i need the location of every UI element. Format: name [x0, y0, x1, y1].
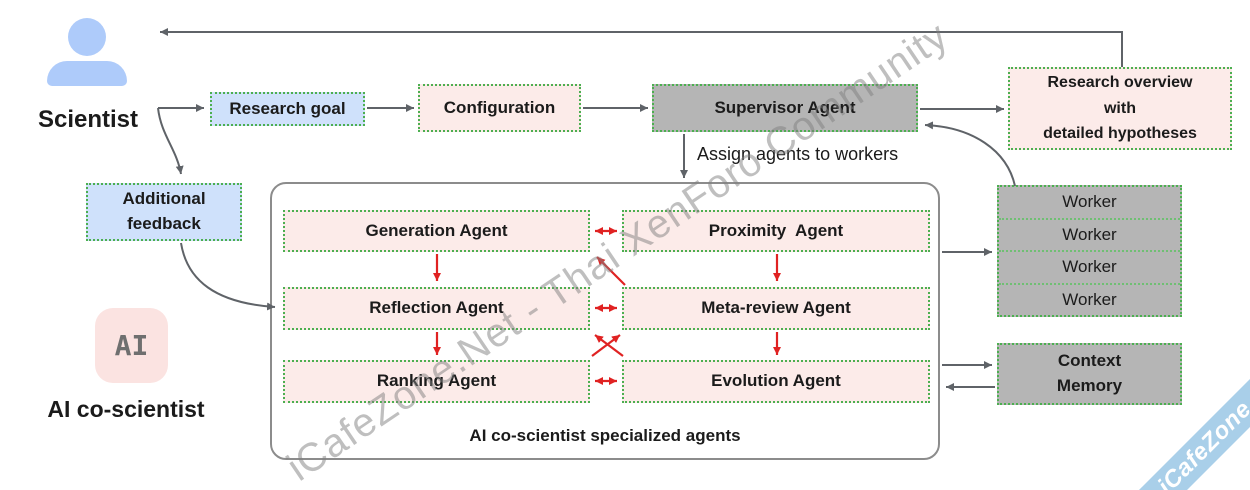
assign-agents-label: Assign agents to workers [697, 144, 899, 164]
supervisor-agent-box: Supervisor Agent [652, 84, 918, 132]
evolution-agent-box: Evolution Agent [622, 360, 930, 403]
arrow-scientist-to-additional-feedback [157, 107, 184, 175]
worker-stack: Worker Worker Worker Worker [997, 185, 1182, 317]
person-head-icon [68, 18, 106, 56]
worker-row: Worker [999, 250, 1180, 283]
proximity-agent-label: Proximity Agent [708, 220, 844, 240]
reflection-agent-label: Reflection Agent [369, 298, 504, 318]
meta-review-agent-label: Meta-review Agent [701, 298, 851, 318]
research-overview-box: Research overview with detailed hypothes… [1008, 67, 1232, 150]
proximity-agent-box: Proximity Agent [622, 210, 930, 252]
arrow-additional-feedback-to-agents [180, 242, 276, 311]
research-goal-box: Research goal [210, 92, 365, 126]
ranking-agent-box: Ranking Agent [283, 360, 590, 403]
ai-badge-icon: AI [95, 308, 168, 383]
meta-review-agent-box: Meta-review Agent [622, 287, 930, 330]
scientist-person-icon [47, 18, 127, 86]
scientist-label: Scientist [37, 106, 139, 133]
arrow-overview-to-scientist [160, 28, 1123, 67]
additional-feedback-box: Additional feedback [86, 183, 242, 241]
agents-caption: AI co-scientist specialized agents [469, 426, 741, 445]
arrow-workers-to-supervisor [924, 121, 1016, 187]
evolution-agent-label: Evolution Agent [711, 371, 841, 391]
ranking-agent-label: Ranking Agent [376, 371, 497, 391]
worker-row: Worker [999, 282, 1180, 316]
generation-agent-box: Generation Agent [283, 210, 590, 252]
ai-coscientist-label: AI co-scientist [47, 396, 205, 422]
generation-agent-label: Generation Agent [365, 220, 508, 240]
reflection-agent-box: Reflection Agent [283, 287, 590, 330]
context-memory-box: Context Memory [997, 343, 1182, 405]
worker-row: Worker [999, 217, 1180, 251]
person-shoulders-icon [47, 61, 127, 86]
configuration-box: Configuration [418, 84, 581, 132]
worker-row: Worker [1062, 192, 1117, 212]
